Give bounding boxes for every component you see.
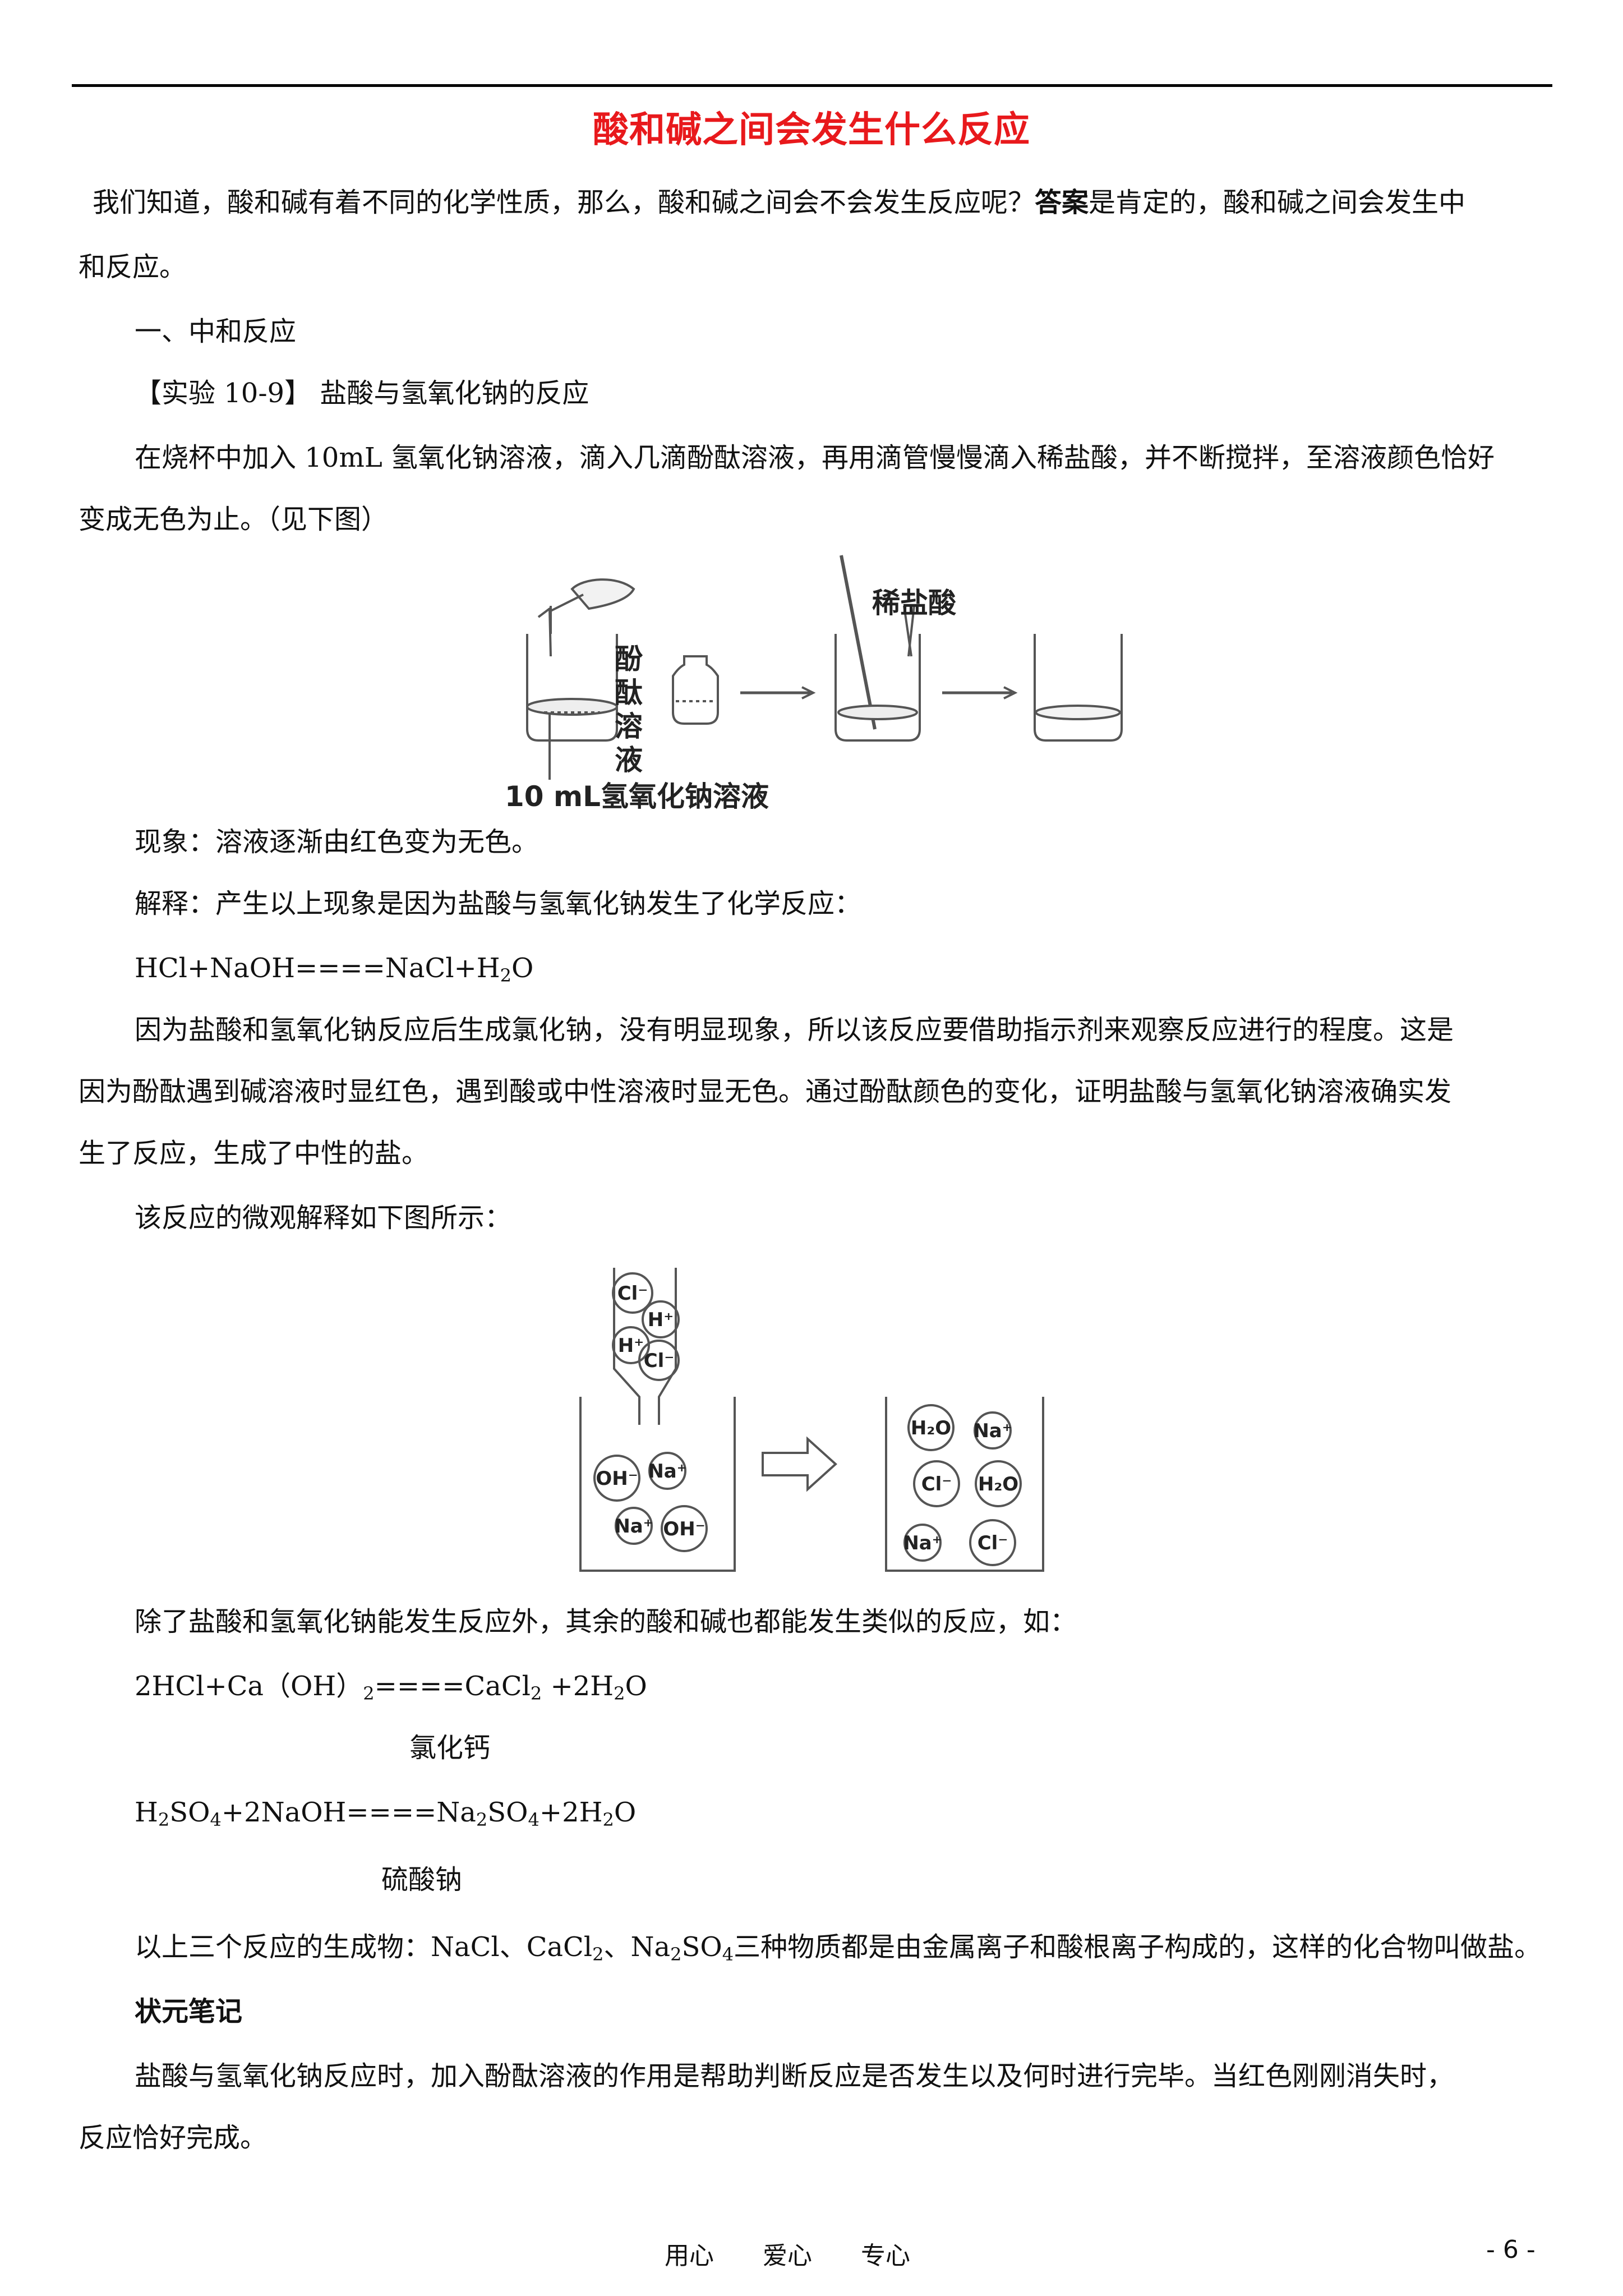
hand-shape [570, 578, 635, 610]
eq3-s3: 2 [476, 1809, 488, 1830]
salt-s2: 2 [670, 1944, 682, 1965]
intro-answer-bold: 答案 [1035, 187, 1089, 218]
intro-text-1: 我们知道，酸和碱有着不同的化学性质，那么，酸和碱之间会不会发生反应呢？ [93, 187, 1035, 218]
beaker-left [579, 1397, 736, 1572]
intro-text-2: 是肯定的，酸和碱之间会发生中 [1089, 187, 1466, 218]
dropper-tube [549, 593, 584, 613]
ion-funnel-3: H⁺ [618, 1335, 644, 1357]
beaker-2 [834, 634, 921, 742]
salt-c: SO [681, 1931, 722, 1963]
eq1-tail: O [511, 953, 534, 984]
intro-line-1: 我们知道，酸和碱有着不同的化学性质，那么，酸和碱之间会不会发生反应呢？答案是肯定… [93, 185, 1465, 220]
ion-right-3: Cl⁻ [921, 1473, 952, 1496]
salt-b: 、Na [603, 1931, 671, 1963]
salt-d: 三种物质都是由金属离子和酸根离子构成的，这样的化合物叫做盐。 [734, 1931, 1542, 1963]
eq3-b: SO [169, 1797, 210, 1828]
eq2-a: 2HCl+Ca（OH） [135, 1671, 363, 1702]
eq3-s4: 4 [528, 1809, 540, 1830]
eq2-b: ====CaCl [374, 1671, 531, 1702]
label-phenol-3: 溶 [615, 710, 643, 743]
footer-motto-1: 用心 [665, 2242, 714, 2270]
intro-line-2: 和反应。 [79, 251, 187, 283]
ion-right-2: Na⁺ [973, 1420, 1012, 1442]
footer-motto-2: 爱心 [763, 2242, 812, 2270]
label-hcl: 稀盐酸 [872, 587, 956, 619]
label-naoh: 10 mL氢氧化钠溶液 [505, 780, 769, 813]
section-heading: 一、中和反应 [135, 316, 297, 347]
experiment-figure [526, 555, 1123, 780]
eq3-s1: 2 [158, 1809, 170, 1830]
procedure-line-1: 在烧杯中加入 10mL 氢氧化钠溶液，滴入几滴酚酞溶液，再用滴管慢慢滴入稀盐酸，… [135, 442, 1495, 473]
equation-1: HCl+NaOH====NaCl+H2O [135, 951, 533, 986]
stirring-rod [840, 555, 877, 730]
eq2-s3: 2 [614, 1683, 625, 1704]
notes-line-1: 盐酸与氢氧化钠反应时，加入酚酞溶液的作用是帮助判断反应是否发生以及何时进行完毕。… [135, 2060, 1454, 2092]
eq3-c: +2NaOH====Na [221, 1797, 476, 1828]
ion-right-1: H₂O [911, 1417, 951, 1439]
eq3-s2: 4 [210, 1809, 222, 1830]
paragraph2-line-1: 因为盐酸和氢氧化钠反应后生成氯化钠，没有明显现象，所以该反应要借助指示剂来观察反… [135, 1014, 1454, 1046]
salt-definition: 以上三个反应的生成物：NaCl、CaCl2、Na2SO4三种物质都是由金属离子和… [135, 1930, 1541, 1964]
eq1-sub: 2 [500, 965, 511, 986]
eq2-s2: 2 [530, 1683, 542, 1704]
ion-right-5: Na⁺ [903, 1532, 942, 1554]
micro-intro: 该反应的微观解释如下图所示： [135, 1202, 512, 1234]
eq3-s5: 2 [602, 1809, 614, 1830]
eq3-d: SO [487, 1797, 528, 1828]
ion-right-4: H₂O [978, 1473, 1018, 1496]
other-reactions: 除了盐酸和氢氧化钠能发生反应外，其余的酸和碱也都能发生类似的反应，如： [135, 1606, 1077, 1637]
paragraph2-line-2: 因为酚酞遇到碱溶液时显红色，遇到酸或中性溶液时显无色。通过酚酞颜色的变化，证明盐… [79, 1076, 1452, 1107]
label-phenol-2: 酞 [615, 677, 643, 709]
salt-s1: 2 [592, 1944, 604, 1965]
ion-right-6: Cl⁻ [978, 1532, 1008, 1554]
ion-funnel-1: Cl⁻ [617, 1282, 648, 1305]
equation-2: 2HCl+Ca（OH）2====CaCl2 +2H2O [135, 1669, 647, 1704]
equation-3: H2SO4+2NaOH====Na2SO4+2H2O [135, 1795, 636, 1830]
micro-figure: Cl⁻ H⁺ H⁺ Cl⁻ OH⁻ Na⁺ Na⁺ OH⁻ H₂O Na⁺ Cl… [579, 1268, 1044, 1572]
reaction-arrow [762, 1436, 837, 1492]
ion-left-1: OH⁻ [596, 1467, 638, 1490]
eq3-f: O [614, 1797, 637, 1828]
page-title: 酸和碱之间会发生什么反应 [593, 109, 1030, 151]
label-phenol-4: 液 [615, 744, 643, 776]
eq2-s1: 2 [363, 1683, 375, 1704]
page-number: - 6 - [1486, 2235, 1536, 2264]
eq1-main: HCl+NaOH====NaCl+H [135, 953, 500, 984]
label-phenol-1: 酚 [615, 643, 643, 675]
header-rule [72, 84, 1552, 87]
eq3-e: +2H [539, 1797, 603, 1828]
salt-s3: 4 [722, 1944, 734, 1965]
equation-3-label: 硫酸钠 [381, 1864, 463, 1895]
reagent-bottle [672, 655, 719, 725]
paragraph2-line-3: 生了反应，生成了中性的盐。 [79, 1138, 429, 1169]
ion-funnel-4: Cl⁻ [644, 1350, 675, 1372]
salt-a: 以上三个反应的生成物：NaCl、CaCl [135, 1931, 593, 1963]
explanation: 解释：产生以上现象是因为盐酸与氢氧化钠发生了化学反应： [135, 888, 862, 919]
ion-left-2: Na⁺ [648, 1460, 686, 1483]
funnel [613, 1268, 677, 1425]
ion-funnel-2: H⁺ [648, 1309, 674, 1331]
eq2-d: O [625, 1671, 647, 1702]
procedure-line-2: 变成无色为止。（见下图） [79, 504, 389, 535]
notes-title: 状元笔记 [135, 1996, 243, 2027]
beaker-1 [526, 634, 618, 742]
ion-left-4: OH⁻ [663, 1518, 705, 1540]
beaker-3 [1034, 634, 1123, 742]
footer-motto-3: 专心 [861, 2242, 910, 2270]
phenomenon: 现象：溶液逐渐由红色变为无色。 [135, 826, 539, 858]
experiment-title: 【实验 10-9】 盐酸与氢氧化钠的反应 [135, 378, 589, 409]
ion-left-3: Na⁺ [614, 1515, 653, 1538]
notes-line-2: 反应恰好完成。 [79, 2122, 268, 2154]
equation-2-label: 氯化钙 [409, 1732, 491, 1764]
beaker-right [885, 1397, 1044, 1572]
eq2-c: +2H [542, 1671, 614, 1702]
eq3-a: H [135, 1797, 158, 1828]
